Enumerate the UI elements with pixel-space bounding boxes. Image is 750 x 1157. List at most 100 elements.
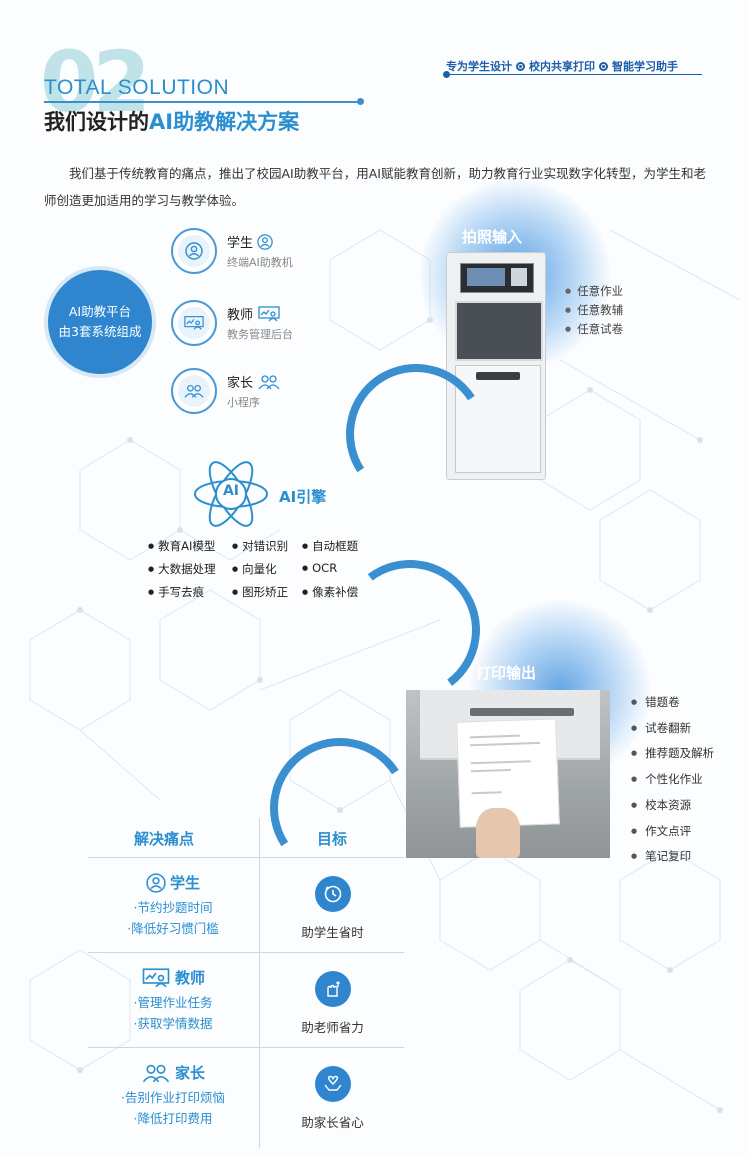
list-item: OCR xyxy=(302,561,382,577)
photo-input-label: 拍照输入 xyxy=(462,228,523,246)
teacher-icon xyxy=(258,305,280,321)
heart-hands-icon xyxy=(323,1075,342,1091)
user-icon xyxy=(146,872,166,893)
list-item: 手写去痕 xyxy=(148,584,232,600)
role-teacher-name: 教师 xyxy=(227,308,254,323)
list-item: 个性化作业 xyxy=(631,767,714,793)
list-item: 推荐题及解析 xyxy=(631,741,714,767)
ai-feature-grid: 教育AI模型 对错识别 自动框题 大数据处理 向量化 OCR 手写去痕 图形矫正… xyxy=(148,538,382,600)
role-student: 学生 终端AI助教机 xyxy=(171,228,293,274)
chinese-title: 我们设计的AI助教解决方案 xyxy=(44,106,299,136)
pain-role: 教师 xyxy=(174,969,205,987)
tag-2: 校内共享打印 xyxy=(529,60,595,73)
col-pain-header: 解决痛点 xyxy=(134,830,195,848)
tag-separator-icon xyxy=(516,61,525,71)
teacher-icon xyxy=(184,316,204,330)
pain-item: ·降低打印费用 xyxy=(133,1111,213,1126)
role-parent-sub: 小程序 xyxy=(227,396,260,409)
pain-item: ·告别作业打印烦恼 xyxy=(121,1090,225,1105)
table-divider xyxy=(88,1047,404,1048)
goal-text: 助老师省力 xyxy=(301,1020,364,1035)
goal-text: 助家长省心 xyxy=(301,1115,364,1130)
ai-atom-icon xyxy=(194,461,268,527)
kiosk-scan-window xyxy=(455,301,543,361)
list-item: 任意教辅 xyxy=(565,301,623,320)
role-parent: 家长 小程序 xyxy=(171,368,281,414)
title-suffix: AI助教解决方案 xyxy=(149,110,300,134)
platform-line-2: 由3套系统组成 xyxy=(58,324,142,339)
platform-line-1: AI助教平台 xyxy=(68,304,132,319)
role-parent-name: 家长 xyxy=(227,376,254,391)
role-student-sub: 终端AI助教机 xyxy=(227,256,293,269)
goal-cell: 助家长省心 xyxy=(260,1066,405,1131)
print-output-list: 错题卷 试卷翻新 推荐题及解析 个性化作业 校本资源 作文点评 笔记复印 xyxy=(631,690,714,870)
pain-role: 家长 xyxy=(174,1064,205,1082)
role-student-name: 学生 xyxy=(227,236,254,251)
table-divider xyxy=(88,857,404,858)
list-item: 图形矫正 xyxy=(232,584,302,600)
title-underline-dot xyxy=(357,98,364,105)
pain-item: ·降低好习惯门槛 xyxy=(127,921,219,936)
parents-icon xyxy=(184,384,204,398)
title-underline xyxy=(44,101,360,103)
list-item: 任意试卷 xyxy=(565,320,623,339)
goal-icon-badge xyxy=(314,1066,351,1102)
list-item: 大数据处理 xyxy=(148,561,232,577)
tagline-underline xyxy=(446,74,702,75)
ai-engine-label: AI引擎 xyxy=(279,488,327,506)
parent-ring xyxy=(171,368,217,414)
title-prefix: 我们设计的 xyxy=(44,110,149,134)
student-ring xyxy=(171,228,217,274)
user-icon xyxy=(185,242,203,260)
list-item: 笔记复印 xyxy=(631,844,714,870)
table-row: 教师 ·管理作业任务 ·获取学情数据 xyxy=(88,967,258,1034)
kiosk-door xyxy=(455,365,541,473)
list-item: 任意作业 xyxy=(565,282,623,301)
role-teacher: 教师 教务管理后台 xyxy=(171,300,293,346)
pain-item: ·管理作业任务 xyxy=(133,995,213,1010)
list-item: 对错识别 xyxy=(232,538,302,554)
parents-icon xyxy=(258,374,280,389)
print-output-photo xyxy=(406,690,610,858)
hand-arrows-icon xyxy=(326,981,340,997)
teacher-ring xyxy=(171,300,217,346)
goal-cell: 助老师省力 xyxy=(260,971,405,1036)
tag-1: 专为学生设计 xyxy=(446,60,512,73)
role-teacher-sub: 教务管理后台 xyxy=(227,328,293,341)
kiosk-device xyxy=(446,252,546,480)
platform-circle: AI助教平台 由3套系统组成 xyxy=(44,266,156,378)
ai-logo-text: AI xyxy=(222,483,240,499)
table-divider xyxy=(88,952,404,953)
english-title: TOTAL SOLUTION xyxy=(44,76,230,99)
tagline: 专为学生设计 校内共享打印 智能学习助手 xyxy=(446,58,678,74)
photo-input-list: 任意作业 任意教辅 任意试卷 xyxy=(565,282,623,339)
clock-icon xyxy=(324,885,341,903)
goal-cell: 助学生省时 xyxy=(260,876,405,941)
pain-role: 学生 xyxy=(169,874,200,892)
list-item: 试卷翻新 xyxy=(631,716,714,742)
tagline-underline-dot xyxy=(443,71,450,78)
section-number: 02 xyxy=(40,33,151,131)
teacher-icon xyxy=(142,967,170,987)
goal-icon-badge xyxy=(314,971,351,1007)
goal-text: 助学生省时 xyxy=(301,925,364,940)
tag-separator-icon xyxy=(599,61,608,71)
table-divider-vertical xyxy=(259,818,260,1148)
list-item: 作文点评 xyxy=(631,819,714,845)
goal-icon-badge xyxy=(314,876,351,912)
parents-icon xyxy=(142,1064,170,1082)
print-output-label: 打印输出 xyxy=(476,664,537,682)
list-item: 自动框题 xyxy=(302,538,382,554)
list-item: 校本资源 xyxy=(631,793,714,819)
table-row: 家长 ·告别作业打印烦恼 ·降低打印费用 xyxy=(88,1062,258,1129)
intro-paragraph: 我们基于传统教育的痛点，推出了校园AI助教平台，用AI赋能教育创新，助力教育行业… xyxy=(44,166,706,208)
pain-item: ·节约抄题时间 xyxy=(133,900,213,915)
kiosk-screen xyxy=(460,263,534,293)
tag-3: 智能学习助手 xyxy=(612,60,678,73)
list-item: 向量化 xyxy=(232,561,302,577)
pain-item: ·获取学情数据 xyxy=(133,1016,213,1031)
list-item: 错题卷 xyxy=(631,690,714,716)
list-item: 教育AI模型 xyxy=(148,538,232,554)
user-icon xyxy=(257,233,273,250)
list-item: 像素补偿 xyxy=(302,584,382,600)
